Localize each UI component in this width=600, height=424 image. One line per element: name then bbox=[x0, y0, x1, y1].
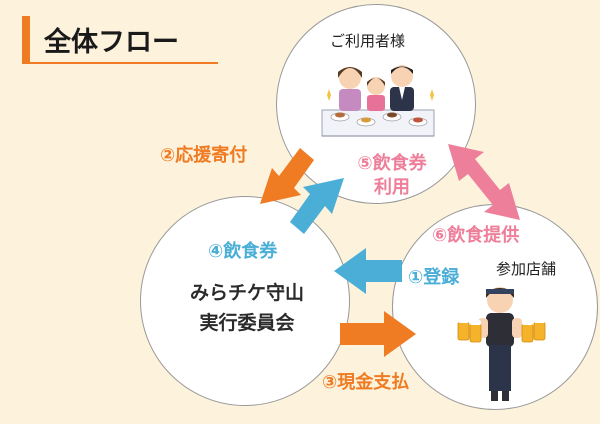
step-cash-payment-number: ③ bbox=[322, 372, 338, 393]
step-meal-service-number: ⑥ bbox=[432, 225, 448, 246]
title-accent-bar bbox=[22, 16, 30, 62]
step-meal-ticket: ④飲食券 bbox=[208, 237, 277, 263]
committee-name-line2: 実行委員会 bbox=[199, 312, 295, 334]
step-meal-service-text: 飲食提供 bbox=[447, 225, 520, 246]
step-meal-ticket-number: ④ bbox=[208, 241, 224, 262]
step-ticket-use-line1: 飲食券 bbox=[372, 153, 427, 174]
family-illustration bbox=[321, 65, 435, 137]
step-donation-text: 応援寄付 bbox=[175, 145, 248, 166]
arrow-cash-payment bbox=[340, 311, 416, 357]
committee-circle bbox=[140, 196, 350, 406]
step-donation-number: ② bbox=[160, 145, 176, 166]
step-meal-ticket-text: 飲食券 bbox=[223, 241, 278, 262]
committee-name-line1: みらチケ守山 bbox=[189, 282, 304, 304]
step-registration-text: 登録 bbox=[423, 267, 460, 288]
step-registration: ①登録 bbox=[408, 263, 459, 289]
step-cash-payment-text: 現金支払 bbox=[337, 372, 410, 393]
staff-illustration bbox=[457, 287, 546, 401]
arrow-ticket-use-and-service bbox=[448, 144, 520, 220]
title-underline bbox=[22, 62, 218, 64]
step-donation: ②応援寄付 bbox=[160, 141, 247, 167]
step-ticket-use-number: ⑤ bbox=[357, 153, 373, 174]
shop-label: 参加店舗 bbox=[496, 260, 557, 278]
step-registration-number: ① bbox=[408, 267, 424, 288]
step-meal-service: ⑥飲食提供 bbox=[432, 221, 519, 247]
step-cash-payment: ③現金支払 bbox=[322, 368, 409, 394]
step-ticket-use: ⑤飲食券 利用 bbox=[346, 152, 438, 200]
users-label: ご利用者様 bbox=[330, 32, 406, 50]
committee-name: みらチケ守山 実行委員会 bbox=[172, 278, 322, 338]
page-title: 全体フロー bbox=[44, 27, 179, 58]
arrow-meal-ticket bbox=[290, 178, 344, 234]
step-ticket-use-line2: 利用 bbox=[374, 177, 410, 198]
arrow-donation bbox=[260, 148, 314, 204]
arrow-registration bbox=[334, 248, 402, 294]
